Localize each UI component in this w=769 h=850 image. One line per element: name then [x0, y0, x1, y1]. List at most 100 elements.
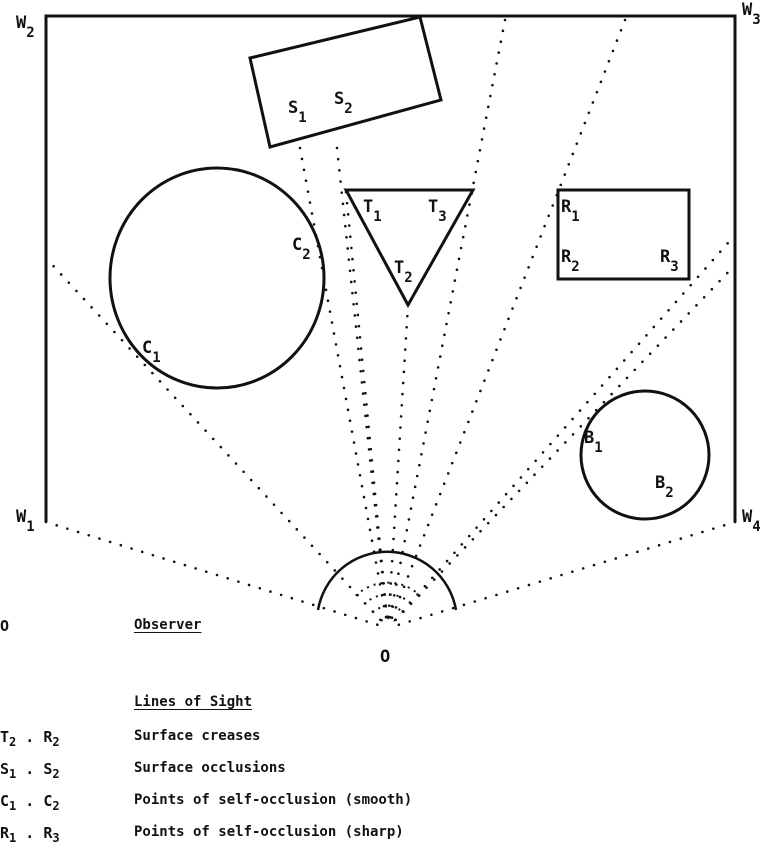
- sight-line-dot: [393, 515, 397, 518]
- sight-line-dot: [406, 575, 410, 578]
- sight-line-dot: [459, 441, 462, 444]
- sight-line-dot: [471, 410, 474, 413]
- sight-line-dot: [702, 295, 706, 299]
- sight-line-dot: [563, 426, 567, 429]
- sight-line-dot: [516, 586, 520, 590]
- point-label-r2: R2: [561, 247, 580, 275]
- sight-line-dot: [397, 623, 401, 626]
- sight-line-dot: [475, 526, 478, 529]
- sight-line-dot: [356, 313, 360, 317]
- sight-line-dot: [725, 271, 729, 275]
- sight-line-dot: [695, 304, 698, 307]
- sight-line-dot: [361, 392, 365, 395]
- sight-line-dot: [370, 539, 374, 543]
- occluding-slab: [248, 15, 443, 149]
- sight-line-dot: [454, 451, 458, 455]
- sight-line-dot: [345, 236, 348, 239]
- sight-line-dot: [162, 557, 165, 560]
- sight-line-dot: [463, 546, 467, 549]
- sight-line-dot: [311, 603, 315, 607]
- sight-line-dot: [579, 425, 583, 428]
- sight-line-dot: [483, 379, 486, 382]
- sight-line-dot: [491, 358, 494, 362]
- sight-line-dot: [672, 328, 675, 331]
- legend-observer-label: Observer: [134, 617, 202, 633]
- sight-line-dot: [336, 353, 340, 357]
- sight-line-dot: [599, 80, 603, 84]
- sight-line-dot: [453, 279, 457, 282]
- sight-line-dot: [526, 467, 530, 471]
- sight-line-dot: [377, 526, 380, 529]
- sight-line-dot: [405, 528, 409, 532]
- sight-line-dot: [551, 204, 554, 207]
- sight-line-dot: [630, 350, 633, 354]
- sight-line-dot: [359, 347, 363, 350]
- sight-line-dot: [540, 465, 544, 468]
- sight-line-dot: [687, 312, 691, 315]
- sight-line-dot: [304, 179, 308, 183]
- sight-line-dot: [357, 324, 361, 328]
- sight-line-dot: [406, 314, 409, 318]
- sight-line-dot: [105, 322, 109, 326]
- sight-line-dot: [333, 569, 337, 572]
- sight-line-dot: [491, 83, 494, 87]
- sight-line-dot: [595, 90, 599, 94]
- sight-line-dot: [189, 412, 192, 416]
- sight-line-dot: [269, 590, 272, 593]
- point-label-w3: W3: [742, 0, 761, 28]
- sight-line-dot: [587, 111, 591, 115]
- sight-line-dot: [473, 600, 477, 603]
- sight-line-dot: [479, 389, 482, 393]
- cylinder-c: [108, 166, 326, 390]
- sight-line-dot: [347, 224, 351, 227]
- sight-line-dot: [349, 235, 352, 239]
- sight-line-dot: [365, 403, 368, 406]
- sight-line-dot: [482, 127, 486, 130]
- sight-line-dot: [527, 266, 530, 269]
- sight-line-dot: [575, 142, 579, 145]
- sight-line-dot: [641, 360, 644, 364]
- sight-line-dot: [484, 116, 488, 120]
- sight-line-dot: [388, 604, 391, 608]
- sight-line-dot: [445, 322, 448, 326]
- sight-line-dot: [247, 583, 251, 587]
- sight-line-dot: [559, 183, 563, 187]
- sight-line-dot: [679, 537, 683, 540]
- sight-line-dot: [362, 403, 366, 407]
- sight-line-dot: [391, 548, 395, 552]
- sight-line-dot: [140, 550, 144, 554]
- sight-line-dot: [511, 307, 514, 310]
- sight-line-dot: [341, 202, 345, 206]
- sight-line-dot: [298, 146, 302, 150]
- sight-line-dot: [690, 533, 693, 537]
- sight-line-dot: [479, 529, 482, 533]
- sight-line-dot: [430, 398, 434, 402]
- sight-line-dot: [457, 257, 461, 261]
- sight-line-dot: [143, 363, 147, 367]
- sight-line-dot: [583, 121, 587, 125]
- sight-line-dot: [369, 447, 373, 451]
- sight-line-dot: [482, 517, 486, 521]
- legend-description: Surface creases: [134, 728, 261, 744]
- sight-line-dot: [519, 476, 523, 479]
- sight-line-dot: [370, 459, 374, 462]
- sight-line-dot: [326, 299, 330, 303]
- sight-line-dot: [495, 348, 498, 352]
- sight-line-dot: [363, 380, 366, 384]
- sight-line-dot: [523, 276, 526, 279]
- sight-line-dot: [98, 537, 101, 540]
- sight-line-dot: [108, 540, 112, 544]
- sight-line-dot: [592, 563, 596, 567]
- sight-line-dot: [420, 452, 423, 456]
- sight-line-dot: [563, 173, 567, 176]
- sight-line-dot: [332, 332, 336, 335]
- sight-line-dot: [401, 381, 405, 385]
- sight-line-dot: [456, 554, 459, 557]
- sight-line-dot: [340, 375, 344, 379]
- sight-line-dot: [679, 320, 683, 323]
- sight-line-dot: [135, 355, 139, 358]
- sight-line-dot: [571, 433, 575, 436]
- sight-line-dot: [571, 152, 575, 156]
- sight-line-dot: [622, 359, 626, 362]
- sight-line-dot: [633, 368, 637, 372]
